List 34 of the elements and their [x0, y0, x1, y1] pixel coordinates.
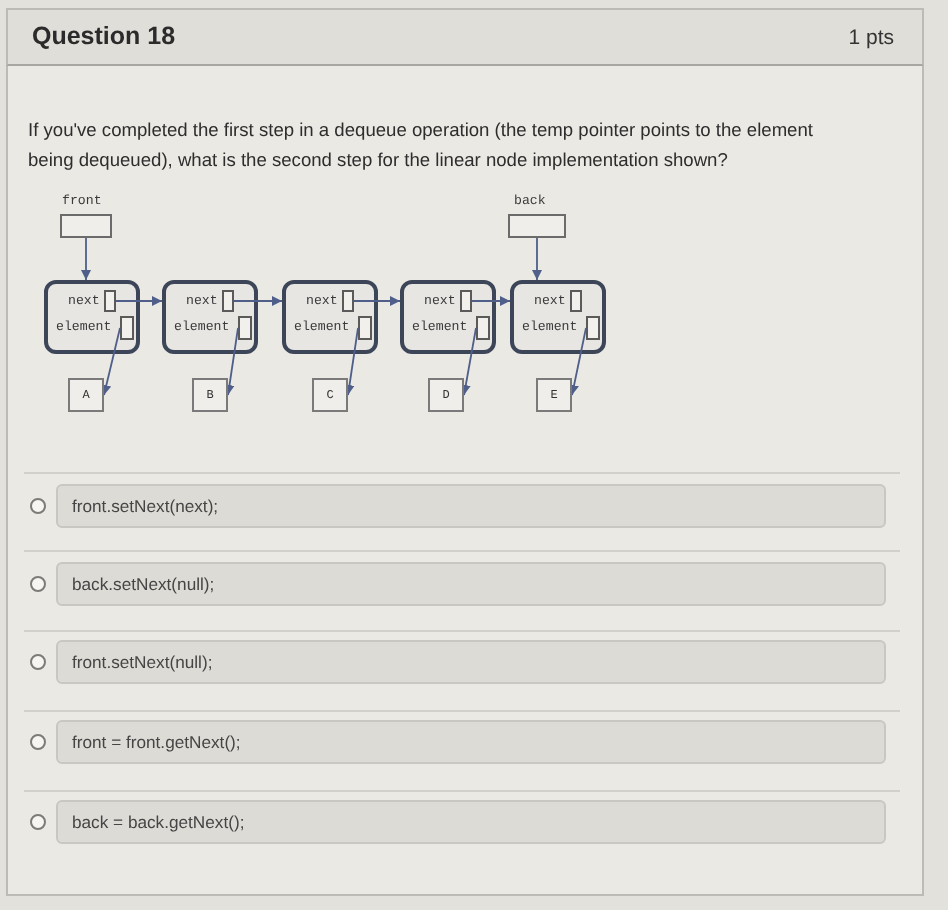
list-node [282, 280, 378, 354]
pointer-slot [342, 290, 354, 312]
question-title: Question 18 [32, 22, 176, 50]
arrow [81, 237, 91, 281]
arrow [353, 296, 401, 306]
question-text: If you've completed the first step in a dequeue operation (the temp pointer points to the element being dequeued), what is the second step for the linear node implementation shown? [28, 118, 815, 174]
answer-option: back = back.getNext(); [56, 800, 886, 844]
answer-option: front = front.getNext(); [56, 720, 886, 764]
pointer-slot [476, 316, 490, 340]
pointer-slot [570, 290, 582, 312]
arrow [532, 237, 542, 281]
answer-option: back.setNext(null); [56, 562, 886, 606]
pointer-slot [222, 290, 234, 312]
pointer-slot [586, 316, 600, 340]
arrow [460, 327, 477, 396]
pointer-slot [104, 290, 116, 312]
answer-option: front.setNext(next); [56, 484, 886, 528]
answer-option: front.setNext(null); [56, 640, 886, 684]
list-node [400, 280, 496, 354]
points-label: 1 pts [848, 26, 894, 50]
pointer-slot [120, 316, 134, 340]
list-node [510, 280, 606, 354]
arrow [233, 296, 283, 306]
arrow [224, 327, 239, 396]
pointer-slot [238, 316, 252, 340]
arrow [471, 296, 511, 306]
list-node [162, 280, 258, 354]
arrow [344, 327, 359, 396]
arrow [101, 327, 121, 396]
arrow [115, 296, 163, 306]
pointer-slot [358, 316, 372, 340]
arrow [569, 327, 587, 396]
list-node [44, 280, 140, 354]
pointer-slot [460, 290, 472, 312]
